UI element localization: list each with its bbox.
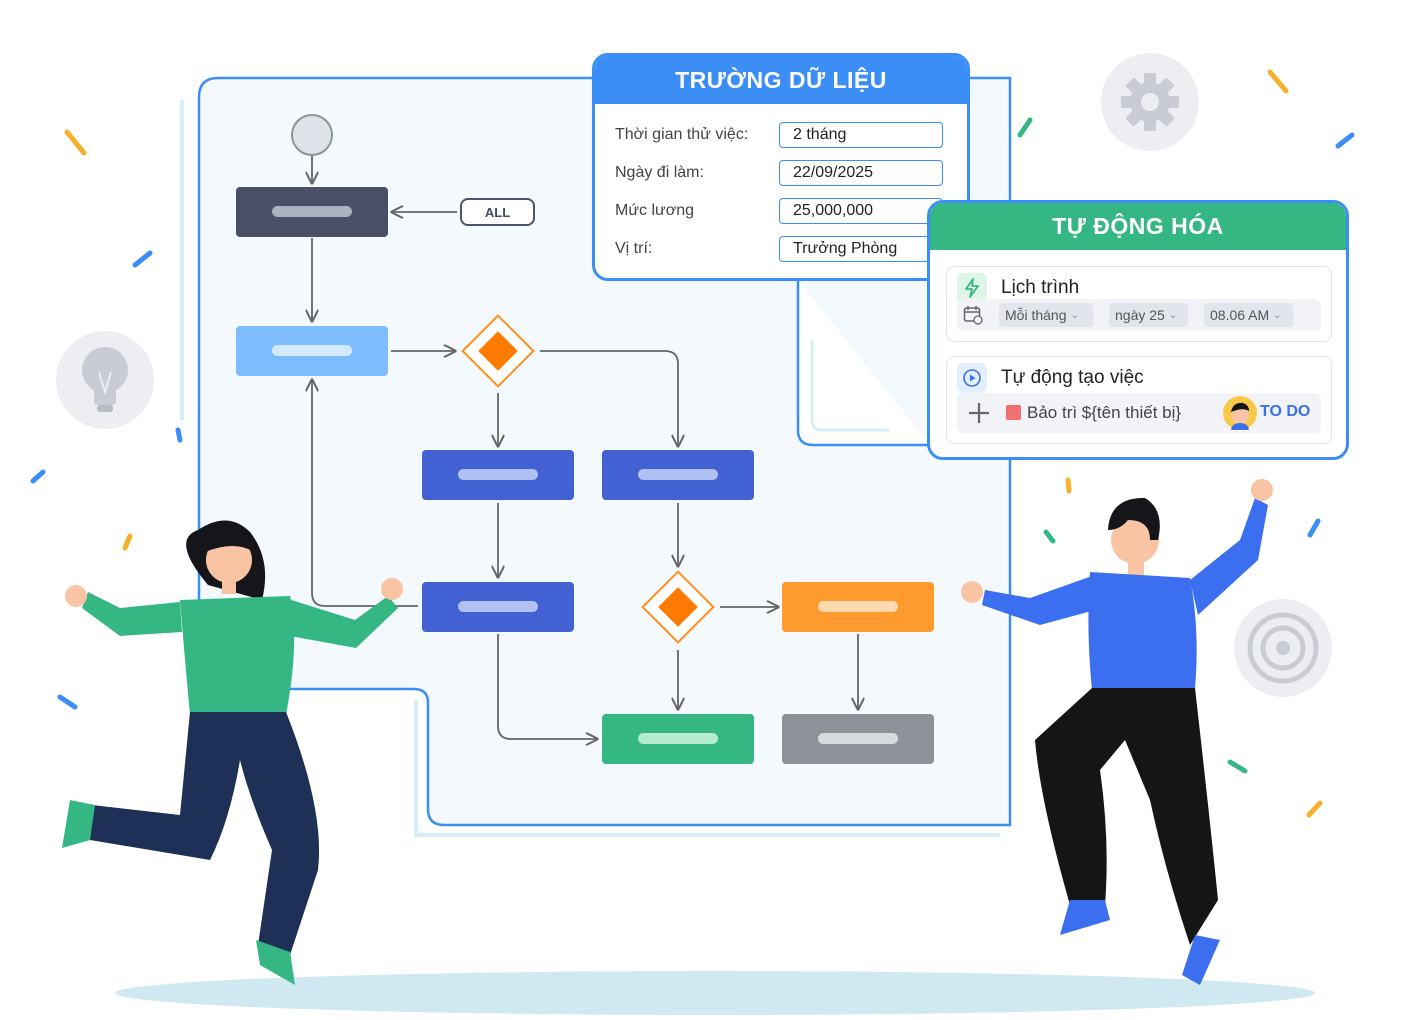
- day-value: ngày 25: [1115, 307, 1165, 323]
- process-node-gray: [782, 714, 934, 764]
- field-label: Mức lương: [615, 202, 695, 219]
- process-node-light-blue: [236, 326, 388, 376]
- auto-task-title: Tự động tạo việc: [1001, 367, 1144, 388]
- start-node: [291, 114, 333, 156]
- chevron-down-icon: ⌄: [1168, 309, 1178, 321]
- decision-node-1: [461, 314, 535, 388]
- target-icon: [1234, 599, 1332, 697]
- process-node-indigo-1: [422, 450, 574, 500]
- process-node-indigo-2: [602, 450, 754, 500]
- task-name: Bảo trì ${tên thiết bị}: [1027, 403, 1182, 422]
- frequency-value: Mỗi tháng: [1005, 307, 1067, 323]
- field-row-salary: Mức lương 25,000,000: [615, 198, 943, 224]
- time-select[interactable]: 08.06 AM⌄: [1204, 303, 1293, 327]
- task-template-row: Bảo trì ${tên thiết bị} TO DO: [957, 393, 1321, 433]
- man-figure: [961, 479, 1273, 985]
- field-value-input[interactable]: Trưởng Phòng: [779, 236, 943, 262]
- field-row-start-date: Ngày đi làm: 22/09/2025: [615, 160, 943, 186]
- field-row-probation: Thời gian thử việc: 2 tháng: [615, 122, 943, 148]
- data-fields-title: TRƯỜNG DỮ LIỆU: [595, 56, 967, 104]
- field-value-input[interactable]: 25,000,000: [779, 198, 943, 224]
- confetti: [30, 69, 1355, 818]
- automation-panel: TỰ ĐỘNG HÓA Lịch trình Mỗi tháng⌄ ngày 2…: [927, 200, 1349, 460]
- floor-shadow: [115, 971, 1315, 1015]
- chevron-down-icon: ⌄: [1070, 309, 1079, 321]
- auto-task-card[interactable]: Tự động tạo việc Bảo trì ${tên thiết bị}…: [946, 356, 1332, 444]
- status-badge[interactable]: TO DO: [1260, 403, 1311, 420]
- day-select[interactable]: ngày 25⌄: [1109, 303, 1188, 327]
- schedule-title: Lịch trình: [1001, 277, 1080, 298]
- field-label: Vị trí:: [615, 240, 653, 257]
- field-value-input[interactable]: 2 tháng: [779, 122, 943, 148]
- task-color-marker: [1006, 405, 1021, 420]
- field-value-input[interactable]: 22/09/2025: [779, 160, 943, 186]
- woman-figure: [62, 520, 403, 985]
- time-value: 08.06 AM: [1210, 307, 1270, 323]
- field-label: Ngày đi làm:: [615, 164, 704, 181]
- data-fields-panel: TRƯỜNG DỮ LIỆU Thời gian thử việc: 2 thá…: [592, 53, 970, 281]
- process-node-indigo-3: [422, 582, 574, 632]
- schedule-options: Mỗi tháng⌄ ngày 25⌄ 08.06 AM⌄: [957, 299, 1321, 331]
- gear-icon: [1101, 53, 1199, 151]
- lightning-icon: [957, 273, 987, 303]
- decision-node-2: [641, 570, 715, 644]
- play-icon: [957, 363, 987, 393]
- field-row-position: Vị trí: Trưởng Phòng: [615, 236, 943, 262]
- frequency-select[interactable]: Mỗi tháng⌄: [999, 303, 1093, 327]
- field-label: Thời gian thử việc:: [615, 126, 749, 143]
- lightbulb-icon: [56, 331, 154, 429]
- chevron-down-icon: ⌄: [1273, 309, 1282, 321]
- process-node-orange: [782, 582, 934, 632]
- process-node-navy: [236, 187, 388, 237]
- automation-title: TỰ ĐỘNG HÓA: [930, 203, 1346, 250]
- all-label: ALL: [460, 198, 535, 226]
- flow-nodes: [236, 114, 934, 764]
- avatar-icon: [1223, 396, 1257, 435]
- calendar-icon: [963, 305, 983, 330]
- process-node-green: [602, 714, 754, 764]
- schedule-card[interactable]: Lịch trình Mỗi tháng⌄ ngày 25⌄ 08.06 AM⌄: [946, 266, 1332, 342]
- flow-connectors: [312, 156, 858, 739]
- plus-icon[interactable]: [967, 401, 991, 430]
